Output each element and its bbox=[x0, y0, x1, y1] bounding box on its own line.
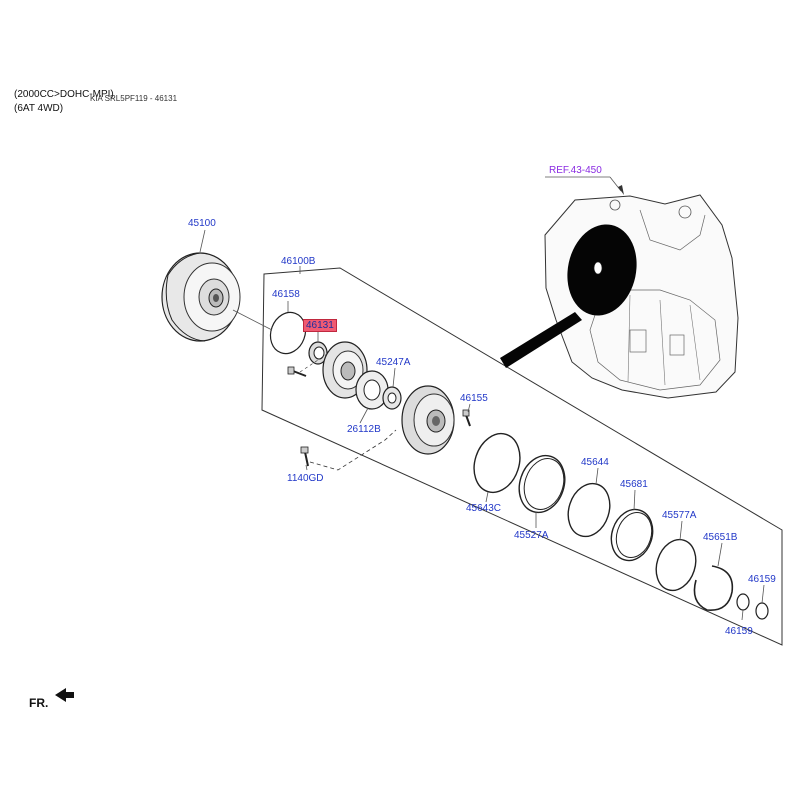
part-label-45100[interactable]: 45100 bbox=[188, 218, 216, 229]
bolt-1140GD bbox=[299, 351, 397, 471]
part-label-46159-upper[interactable]: 46159 bbox=[748, 574, 776, 585]
assembly-outline bbox=[261, 267, 783, 646]
part-label-46159-lower[interactable]: 46159 bbox=[725, 626, 753, 637]
transmission-housing bbox=[500, 194, 739, 399]
part-label-45247A[interactable]: 45247A bbox=[376, 357, 411, 368]
part-label-45577A[interactable]: 45577A bbox=[662, 510, 697, 521]
part-label-45681[interactable]: 45681 bbox=[620, 479, 648, 490]
part-label-46131-selected[interactable]: 46131 bbox=[303, 319, 337, 332]
ring-45643C bbox=[473, 432, 521, 494]
part-label-46100B[interactable]: 46100B bbox=[281, 256, 316, 267]
ring-45527A bbox=[518, 454, 566, 514]
ref-leader bbox=[545, 176, 624, 195]
ring-45577A bbox=[655, 538, 697, 592]
part-label-45527A[interactable]: 45527A bbox=[514, 530, 549, 541]
o-ring-46158 bbox=[269, 311, 307, 355]
small-ring-46159-b bbox=[755, 602, 769, 620]
reference-link-43-450[interactable]: REF.43-450 bbox=[549, 165, 602, 176]
part-label-45643C[interactable]: 45643C bbox=[466, 503, 502, 514]
catalog-watermark: KIA SRL5PF119 - 46131 bbox=[90, 94, 178, 103]
part-label-1140GD[interactable]: 1140GD bbox=[287, 473, 324, 484]
small-ring-46159-a bbox=[736, 593, 750, 611]
pump-gear-inner bbox=[382, 386, 402, 410]
bolt-46155 bbox=[462, 409, 471, 427]
front-arrow-icon bbox=[55, 688, 74, 702]
part-label-46158[interactable]: 46158 bbox=[272, 289, 300, 300]
ring-45681 bbox=[610, 508, 654, 562]
ring-45644 bbox=[567, 482, 611, 538]
pump-body bbox=[401, 385, 455, 455]
part-label-46155[interactable]: 46155 bbox=[460, 393, 488, 404]
part-label-45644[interactable]: 45644 bbox=[581, 457, 609, 468]
engine-spec-line: (2000CC>DOHC-MPI) bbox=[14, 89, 114, 100]
leader-lines bbox=[199, 229, 765, 621]
oil-seal-46131 bbox=[308, 341, 328, 365]
part-label-45651B[interactable]: 45651B bbox=[703, 532, 738, 543]
bolt-small bbox=[287, 366, 307, 377]
transmission-spec-line: (6AT 4WD) bbox=[14, 103, 64, 114]
part-label-26112B[interactable]: 26112B bbox=[347, 424, 381, 435]
front-direction-label: FR. bbox=[29, 696, 49, 710]
pump-gear-outer bbox=[355, 370, 389, 410]
torque-converter bbox=[161, 252, 241, 342]
snap-ring-45651B bbox=[693, 565, 734, 611]
pump-cover bbox=[322, 341, 368, 399]
